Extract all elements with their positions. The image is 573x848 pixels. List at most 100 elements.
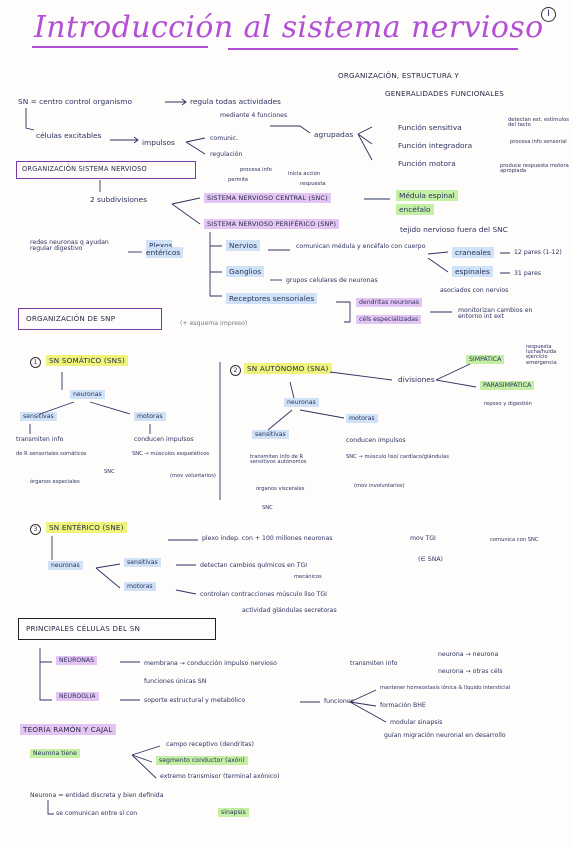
subtitle-line-1: ORGANIZACIÓN, ESTRUCTURA Y: [338, 71, 460, 80]
sne-highlight: SN ENTÉRICO (SNE): [46, 522, 127, 533]
monitorizan: monitorizan cambios en entorno int ext: [458, 307, 533, 321]
sna-snc: SNC: [262, 505, 273, 511]
sne-label: SN ENTÉRICO (SNE): [46, 522, 127, 533]
neurona-tiene: Neurona tiene: [30, 749, 80, 758]
page-title: Introducción al sistema nervioso: [34, 10, 544, 45]
org-box: [16, 161, 196, 179]
segmento-hl: segmento conductor (axón): [156, 756, 248, 765]
permite: permite: [228, 177, 249, 183]
funcion-integradora-desc: procesa info sensorial: [510, 139, 567, 145]
org-snp-box: [18, 308, 162, 330]
mov-tgi: mov TGI: [410, 535, 436, 542]
neuronas-header: NEURONAS: [56, 656, 98, 665]
encefalo: encéfalo: [396, 204, 434, 215]
sne-number: 3: [30, 524, 41, 535]
subtitle-line-2: GENERALIDADES FUNCIONALES: [385, 89, 504, 98]
sns-to-snc: SNC: [104, 469, 115, 475]
sns-neuronas-highlight: neuronas: [70, 390, 105, 399]
sn-definition: SN = centro control organismo: [18, 97, 132, 106]
title-underline: [32, 46, 208, 48]
org-snp-label: ORGANIZACIÓN DE SNP: [26, 314, 116, 323]
teoria-highlight: TEORÍA RAMÓN Y CAJAL: [20, 724, 116, 735]
respuesta: respuesta: [300, 181, 326, 187]
dendritas-highlight: dendritas neuronas: [356, 298, 423, 307]
teoria-label: TEORÍA RAMÓN Y CAJAL: [20, 724, 116, 735]
sne-motoras-hl: motoras: [124, 582, 156, 591]
sna-highlight: SN AUTÓNOMO (SNA): [244, 363, 332, 374]
redes-neuronas: redes neuronas q ayudan regular digestiv…: [30, 239, 109, 253]
sns-number: 1: [30, 357, 41, 368]
plexo-indep: plexo indep. con + 100 millones neuronas: [202, 535, 333, 542]
transmiten-info: transmiten info: [350, 660, 398, 667]
simpatica: SIMPÁTICA: [466, 355, 505, 364]
sne-sensitivas-hl: sensitivas: [124, 558, 161, 567]
espinales-highlight: espinales: [452, 266, 493, 277]
comunic: comunic.: [210, 135, 239, 142]
parasimpatica-desc: reposo y digestión: [484, 401, 532, 407]
craneales-pares: 12 pares (1-12): [514, 249, 562, 256]
celulas-label: PRINCIPALES CÉLULAS DEL SN: [26, 624, 141, 633]
funcion-sensitiva-desc: detectan est. estímulos del tacto: [508, 117, 569, 129]
regulacion: regulación: [210, 151, 243, 158]
modular: modular sinapsis: [390, 719, 443, 726]
sne-neuronas: neuronas: [48, 561, 83, 570]
craneales-highlight: craneales: [452, 247, 494, 258]
sns-motoras-hl: motoras: [134, 412, 166, 421]
sns-neuronas: neuronas: [70, 390, 105, 399]
sna-neuronas: neuronas: [284, 398, 319, 407]
neuroglia-header: NEUROGLIA: [56, 692, 99, 701]
funcion-motora-desc: produce respuesta motora apropiada: [500, 163, 569, 175]
cels-highlight: céls especializadas: [356, 315, 422, 324]
asociados-nervios: asociados con nervios: [440, 287, 509, 294]
neuroglia-highlight: NEUROGLIA: [56, 692, 99, 701]
controlan: controlan contracciones músculo liso TGI: [200, 591, 328, 598]
ganglios-highlight: Ganglios: [226, 266, 265, 277]
impulsos: impulsos: [142, 138, 175, 147]
funcion-integradora: Función integradora: [398, 141, 473, 150]
sna-transmiten: transmiten info de R sensitivos autónomo…: [250, 454, 307, 466]
ganglios: Ganglios: [226, 266, 265, 277]
nervios: Nervios: [226, 240, 260, 251]
sinapsis: sinapsis: [218, 808, 249, 817]
sna-sensitivas: sensitivas: [252, 430, 289, 439]
procesa-info: procesa info: [240, 167, 272, 173]
sna-neuronas-hl: neuronas: [284, 398, 319, 407]
membrana: membrana → conducción impulso nervioso: [144, 660, 277, 667]
medula-highlight: Médula espinal: [396, 190, 458, 201]
sna-motoras: motoras: [346, 414, 378, 423]
medula-espinal: Médula espinal: [396, 190, 458, 201]
sna-label: SN AUTÓNOMO (SNA): [244, 363, 332, 374]
sne-motoras: motoras: [124, 582, 156, 591]
segmento-conductor: segmento conductor (axón): [156, 756, 248, 765]
mecanicos: mecánicos: [294, 574, 322, 580]
neurona-otras: neurona → otras céls: [438, 668, 503, 675]
receptores: Receptores sensoriales: [226, 293, 318, 304]
sna-organos: órganos viscerales: [256, 486, 305, 492]
parasimpatica-highlight: PARASIMPÁTICA: [480, 381, 535, 390]
simpatica-highlight: SIMPÁTICA: [466, 355, 505, 364]
agrupadas: agrupadas: [314, 130, 354, 139]
esna: (∈ SNA): [418, 556, 443, 563]
subdivisiones: 2 subdivisiones: [90, 195, 147, 204]
sn-regula: regula todas actividades: [190, 97, 281, 106]
mediante-funciones: mediante 4 funciones: [220, 112, 288, 119]
org-snp-note: (+ esquema impreso): [180, 320, 248, 327]
sns-transmiten: transmiten info: [16, 436, 64, 443]
sns-organos: órganos especiales: [30, 479, 80, 485]
celulas-excitables: células excitables: [36, 131, 102, 140]
guian: guían migración neuronal en desarrollo: [384, 732, 506, 739]
nervios-highlight: Nervios: [226, 240, 260, 251]
extremo-transmisor: extremo transmisor (terminal axónico): [160, 773, 280, 780]
org-box-label: ORGANIZACIÓN SISTEMA NERVIOSO: [22, 165, 147, 173]
snc-highlight: SISTEMA NERVIOSO CENTRAL (SNC): [204, 193, 331, 203]
sne-sensitivas: sensitivas: [124, 558, 161, 567]
encefalo-highlight: encéfalo: [396, 204, 434, 215]
dendritas: dendritas neuronas: [356, 298, 423, 307]
soporte: soporte estructural y metabólico: [144, 697, 246, 704]
funciones-unicas: funciones únicas SN: [144, 678, 207, 685]
mantener: mantener homeostasis iónica & líquido in…: [380, 685, 511, 691]
sinapsis-hl: sinapsis: [218, 808, 249, 817]
sns-sensitivas-hl: sensitivas: [20, 412, 57, 421]
sns-motoras: motoras: [134, 412, 166, 421]
